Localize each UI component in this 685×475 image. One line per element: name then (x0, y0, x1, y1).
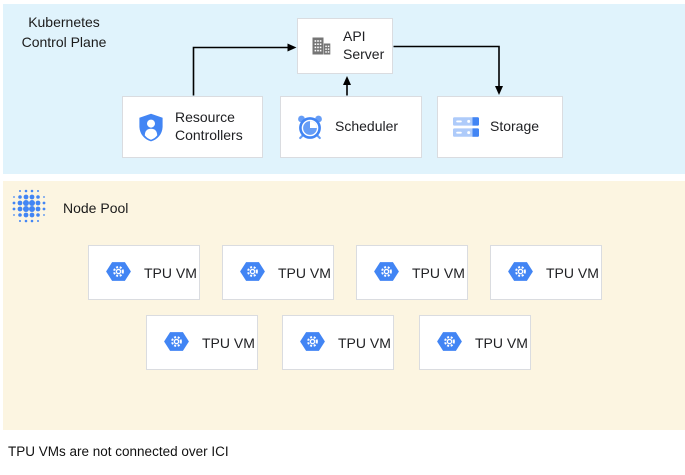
resource-controllers-label: Resource Controllers (175, 109, 243, 143)
node-pool-label: Node Pool (63, 199, 129, 216)
scheduler-node: Scheduler (280, 96, 422, 158)
tpu-hexagon-icon (164, 331, 189, 355)
tpu-vm-label: TPU VM (144, 264, 197, 281)
node-pool-header: Node Pool (10, 187, 128, 228)
tpu-vm-node: TPU VM (419, 315, 531, 370)
api-server-label: API Server (343, 28, 385, 62)
tpu-hexagon-icon (374, 261, 399, 285)
tpu-vm-node: TPU VM (88, 245, 200, 300)
control-plane-label: Kubernetes Control Plane (21, 14, 107, 50)
tpu-vm-label: TPU VM (412, 264, 465, 281)
tpu-vm-label: TPU VM (202, 334, 255, 351)
tpu-vm-node: TPU VM (146, 315, 258, 370)
tpu-vm-node: TPU VM (222, 245, 334, 300)
tpu-vm-node: TPU VM (356, 245, 468, 300)
shield-user-icon (138, 113, 164, 142)
diagram-caption: TPU VMs are not connected over ICI (8, 444, 229, 459)
tpu-hexagon-icon (300, 331, 325, 355)
tpu-hexagon-icon (106, 261, 131, 285)
api-server-node: API Server (297, 18, 393, 74)
scheduler-label: Scheduler (335, 118, 399, 135)
tpu-vm-label: TPU VM (475, 334, 528, 351)
alarm-clock-icon (296, 114, 324, 140)
building-icon (310, 35, 332, 57)
tpu-hexagon-icon (240, 261, 265, 285)
storage-node: Storage (437, 96, 563, 158)
resource-controllers-node: Resource Controllers (122, 96, 263, 158)
tpu-vm-node: TPU VM (282, 315, 394, 370)
tpu-hexagon-icon (437, 331, 462, 355)
tpu-vm-label: TPU VM (278, 264, 331, 281)
storage-stack-icon (453, 116, 479, 138)
tpu-vm-label: TPU VM (338, 334, 391, 351)
tpu-vm-label: TPU VM (546, 264, 599, 281)
tpu-hexagon-icon (508, 261, 533, 285)
storage-label: Storage (490, 118, 540, 135)
node-pool-region (3, 181, 685, 430)
dot-cluster-icon (10, 187, 48, 228)
tpu-vm-node: TPU VM (490, 245, 602, 300)
